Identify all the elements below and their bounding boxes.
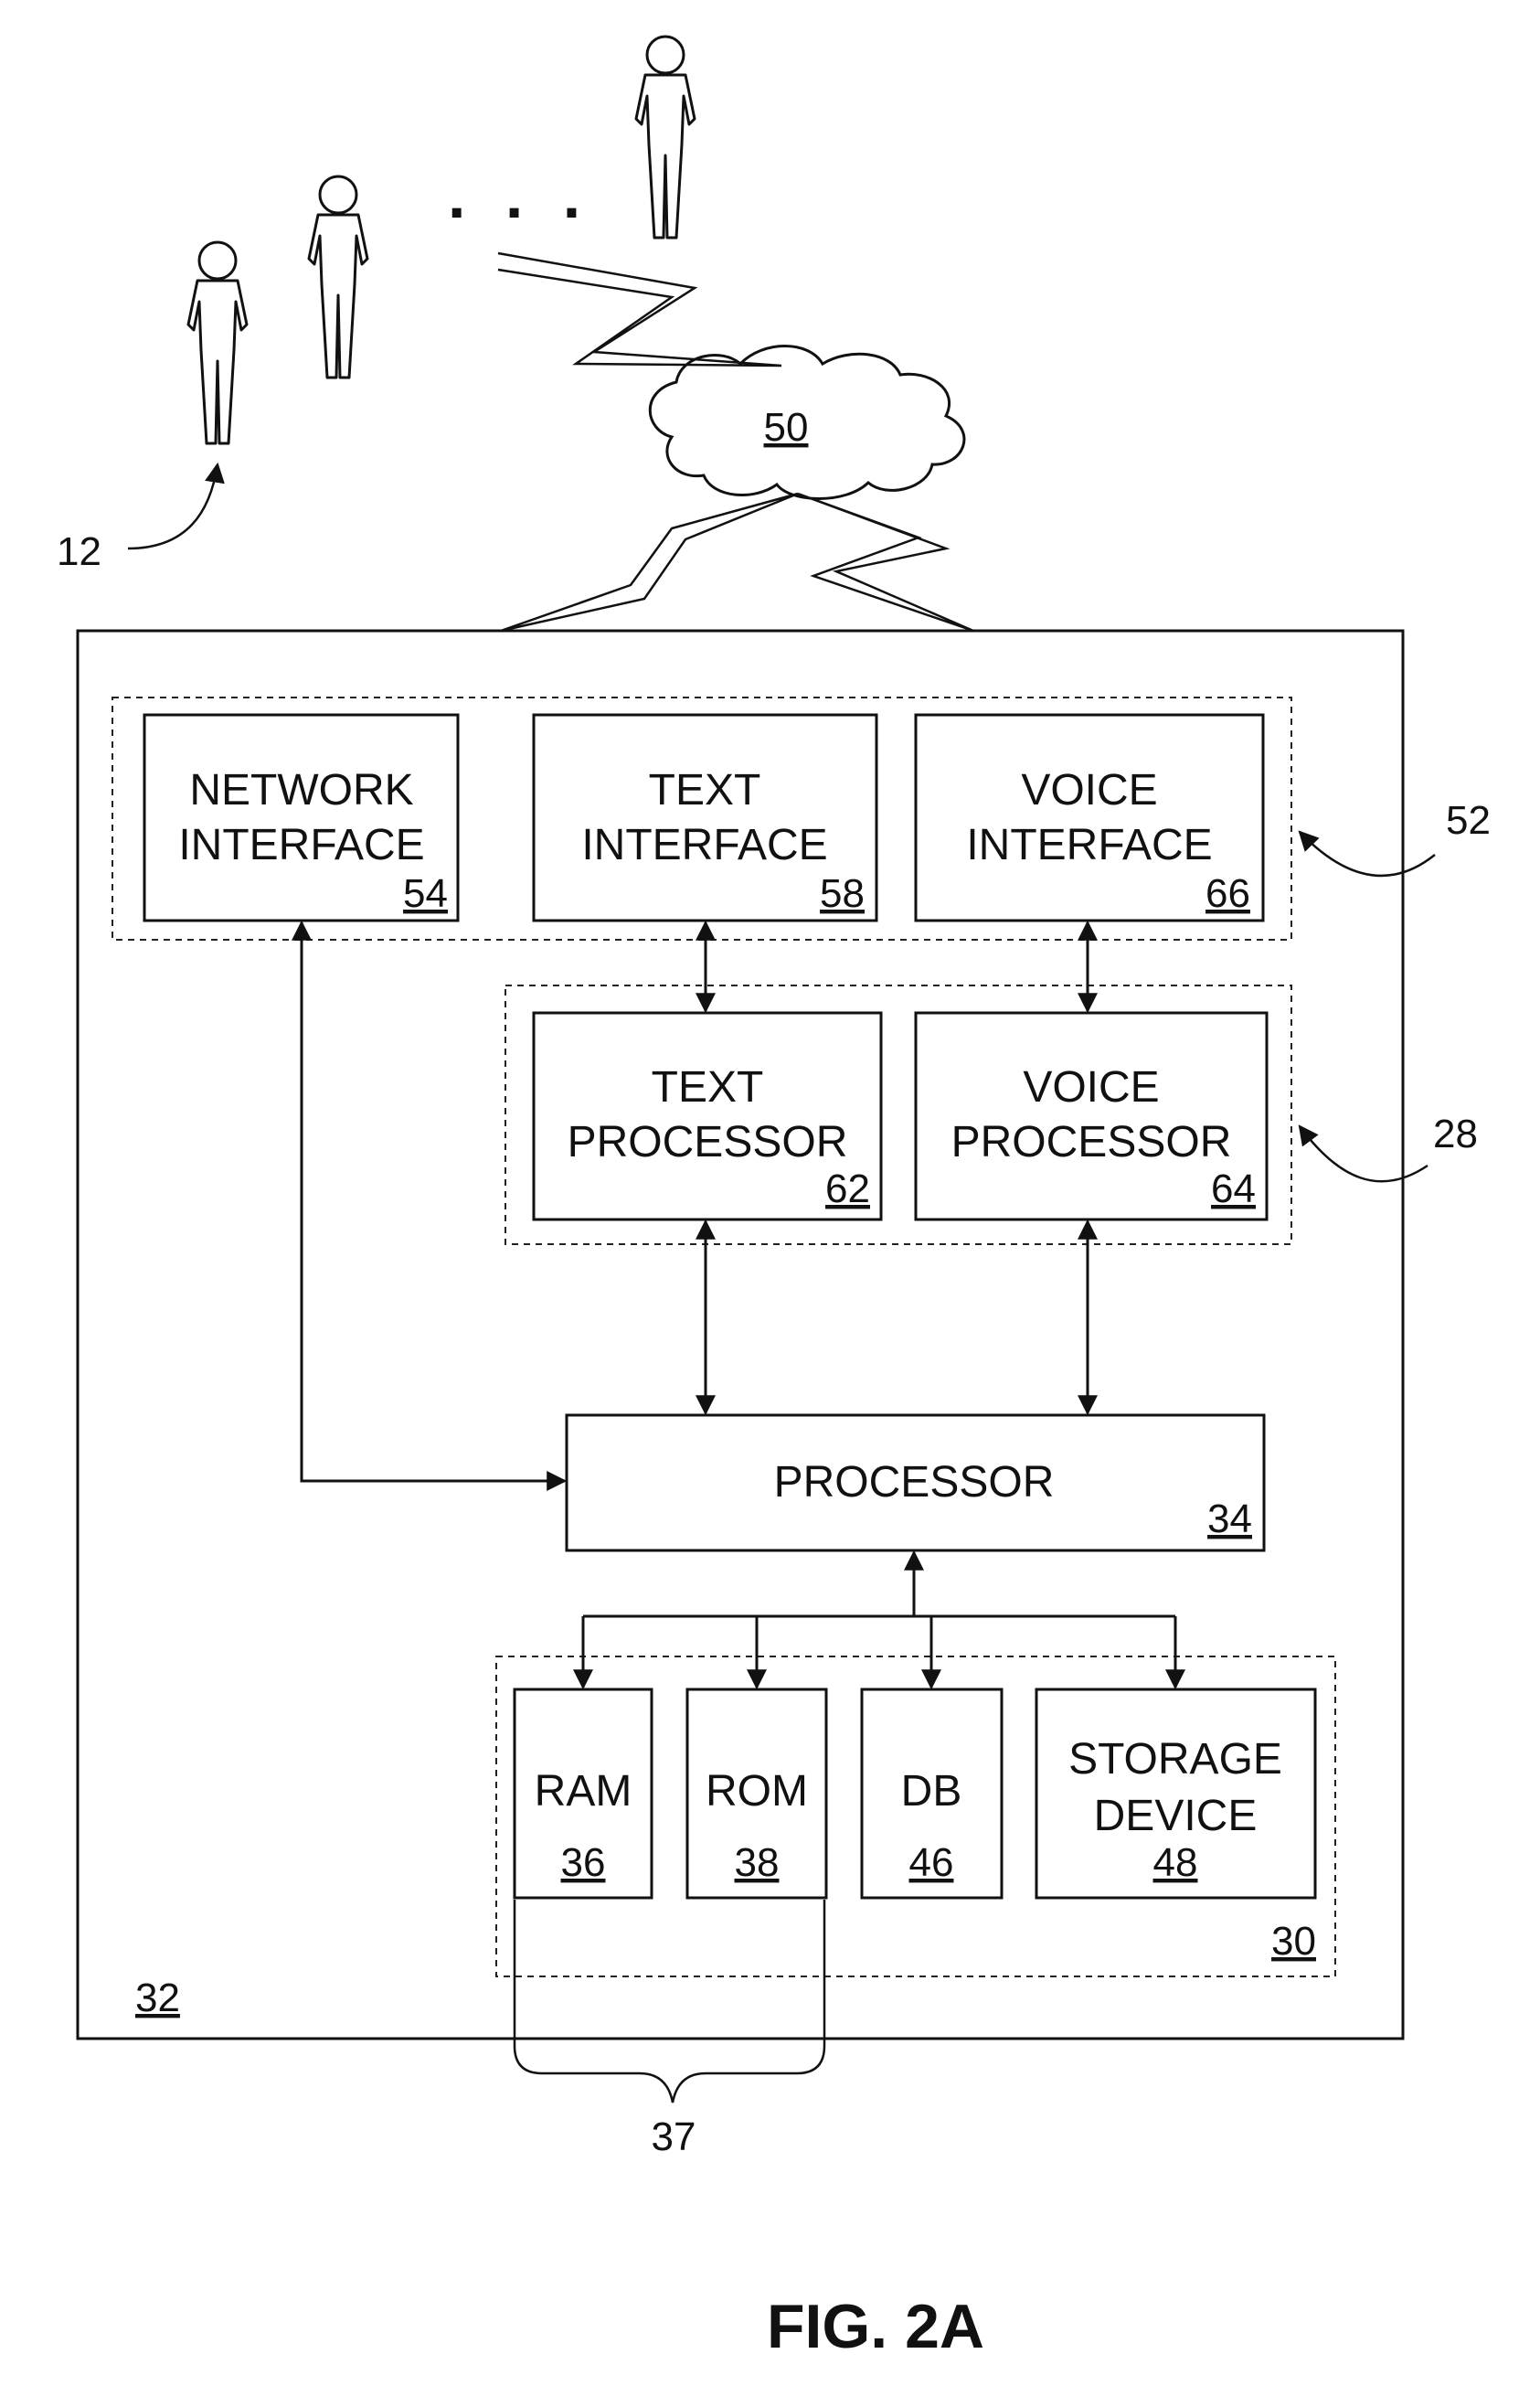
interfaces-ref-label: 52 (1446, 798, 1491, 843)
voice-processor-ref: 64 (1211, 1166, 1256, 1211)
processor-ref: 34 (1207, 1496, 1252, 1541)
svg-text:DB: DB (901, 1767, 962, 1816)
storage-device-block: STORAGE DEVICE 48 (1036, 1689, 1315, 1898)
wireless-link-network-system-right (798, 494, 973, 631)
storage-device-ref: 48 (1153, 1840, 1198, 1885)
text-processor-ref: 62 (825, 1166, 870, 1211)
processors-ref-label: 28 (1433, 1112, 1478, 1156)
svg-text:DEVICE: DEVICE (1094, 1792, 1258, 1840)
ram-rom-ref-label: 37 (652, 2114, 696, 2159)
svg-text:TEXT: TEXT (652, 1063, 764, 1112)
voice-interface-ref: 66 (1205, 871, 1250, 916)
processor-block: PROCESSOR 34 (567, 1415, 1264, 1550)
svg-text:VOICE: VOICE (1021, 766, 1157, 815)
text-interface-ref: 58 (820, 871, 865, 916)
system-ref-label: 32 (135, 1976, 180, 2020)
interfaces-ref-arrow (1300, 832, 1435, 876)
user-figure-3 (636, 37, 695, 238)
rom-block: ROM 38 (687, 1689, 826, 1898)
svg-text:NETWORK: NETWORK (189, 766, 413, 815)
wireless-link-network-system-left (501, 494, 798, 631)
rom-ref: 38 (735, 1840, 780, 1885)
users-ref-arrow (128, 464, 218, 548)
db-block: DB 46 (862, 1689, 1002, 1898)
network-interface-ref: 54 (403, 871, 448, 916)
svg-text:ROM: ROM (706, 1767, 808, 1816)
svg-text:PROCESSOR: PROCESSOR (951, 1118, 1232, 1166)
ram-rom-brace (515, 1900, 824, 2103)
text-interface-block: TEXT INTERFACE 58 (534, 715, 876, 921)
svg-text:PROCESSOR: PROCESSOR (568, 1118, 848, 1166)
svg-text:VOICE: VOICE (1023, 1063, 1159, 1112)
memory-ref-label: 30 (1271, 1919, 1316, 1964)
user-figure-2 (309, 176, 367, 378)
network-ref-label: 50 (764, 405, 809, 450)
ram-ref: 36 (561, 1840, 606, 1885)
user-figure-1 (188, 242, 247, 443)
voice-interface-block: VOICE INTERFACE 66 (916, 715, 1263, 921)
network-interface-block: NETWORK INTERFACE 54 (144, 715, 458, 921)
connector-network-interface-processor (302, 922, 565, 1481)
svg-text:RAM: RAM (535, 1767, 632, 1816)
svg-text:STORAGE: STORAGE (1068, 1735, 1282, 1784)
figure-title: FIG. 2A (767, 2292, 984, 2361)
svg-text:INTERFACE: INTERFACE (178, 821, 424, 869)
svg-text:TEXT: TEXT (649, 766, 761, 815)
svg-text:INTERFACE: INTERFACE (966, 821, 1212, 869)
ellipsis-dots: . . . (448, 160, 591, 231)
svg-text:INTERFACE: INTERFACE (581, 821, 827, 869)
db-ref: 46 (909, 1840, 954, 1885)
wireless-link-users-network (498, 253, 781, 366)
svg-text:PROCESSOR: PROCESSOR (774, 1458, 1055, 1507)
voice-processor-block: VOICE PROCESSOR 64 (916, 1013, 1267, 1219)
text-processor-block: TEXT PROCESSOR 62 (534, 1013, 881, 1219)
processors-ref-arrow (1300, 1126, 1428, 1181)
ram-block: RAM 36 (515, 1689, 652, 1898)
users-ref-label: 12 (57, 529, 101, 574)
